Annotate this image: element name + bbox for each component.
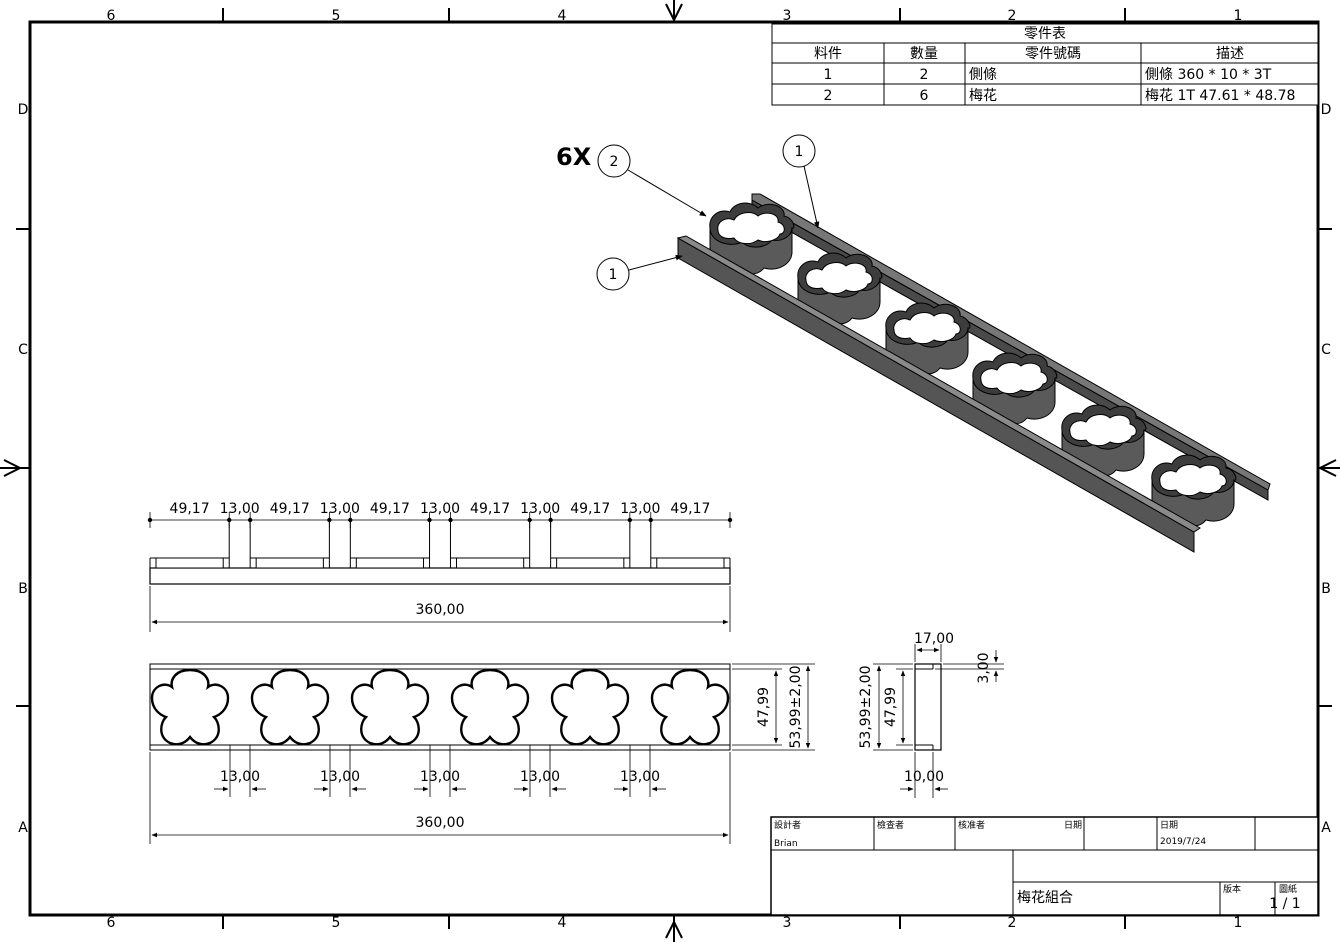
balloon — [597, 144, 631, 178]
zone-col-label: 2 — [1008, 915, 1017, 931]
dimension-segment: 13,00 — [420, 501, 460, 517]
flower-plate — [656, 557, 725, 569]
dimension-segment: 49,17 — [570, 501, 610, 517]
bom-header: 零件號碼 — [1025, 46, 1081, 62]
balloon-number: 1 — [795, 144, 804, 160]
zone-col-label: 5 — [332, 915, 341, 931]
flower-plate — [455, 557, 525, 569]
bom-table: 零件表 料件 數量 零件號碼 描述 1 2 側條 側條 360 * 10 * 3… — [771, 23, 1319, 106]
zone-row-label: C — [1321, 342, 1331, 358]
date-value: 2019/7/24 — [1160, 837, 1206, 847]
dimension-segment: 49,17 — [370, 501, 410, 517]
bom-cell: 2 — [824, 88, 833, 104]
dimension-segment: 49,17 — [670, 501, 710, 517]
dimension-height-inner: 47,99 — [756, 687, 772, 727]
zone-col-label: 2 — [1008, 8, 1017, 24]
zone-ticks — [16, 8, 1332, 929]
dimension-overall: 360,00 — [416, 815, 465, 831]
zone-row-label: A — [1321, 820, 1331, 836]
dimension-overall: 360,00 — [416, 602, 465, 618]
checker-label: 檢查者 — [877, 819, 904, 831]
bom-header: 料件 — [814, 46, 842, 62]
zone-col-label: 3 — [783, 915, 792, 931]
zone-row-label: A — [18, 820, 28, 836]
dimension-segment: 13,00 — [520, 501, 560, 517]
zone-col-label: 3 — [783, 8, 792, 24]
zone-col-label: 4 — [558, 8, 567, 24]
qty-note: 6X — [556, 143, 592, 171]
balloon-number: 1 — [609, 267, 618, 283]
balloon-number: 2 — [610, 154, 619, 170]
approver-label: 核准者 — [958, 819, 985, 831]
zone-row-label: B — [18, 581, 28, 597]
dimension-height-inner: 47,99 — [883, 687, 899, 727]
flower-plate — [155, 557, 224, 569]
isometric-view: 6X 2 1 1 — [556, 134, 1271, 553]
top-view: 13,00 13,00 13,00 13,00 13,00 360,00 47,99 5… — [149, 663, 815, 844]
flower-outline — [350, 668, 430, 746]
dimension-segment: 49,17 — [470, 501, 510, 517]
flower-outline — [150, 668, 230, 746]
zone-col-label: 1 — [1234, 8, 1243, 24]
designer-name: Brian — [774, 839, 798, 849]
bom-header: 描述 — [1216, 46, 1244, 62]
designer-label: 設計者 — [774, 819, 801, 831]
balloon — [596, 257, 630, 291]
dimension-gap: 13,00 — [620, 769, 660, 785]
flower-outline — [450, 668, 530, 746]
dimension-gap: 13,00 — [220, 769, 260, 785]
dimension-width-top: 17,00 — [914, 631, 954, 647]
zone-col-label: 1 — [1234, 915, 1243, 931]
zone-col-label: 4 — [558, 915, 567, 931]
flower-plate — [355, 557, 425, 569]
bom-cell: 側條 — [969, 67, 997, 83]
bom-cell: 側條 360 * 10 * 3T — [1145, 67, 1272, 83]
zone-labels: 6 5 4 3 2 1 6 5 4 3 2 1 D C B A D C B A — [18, 8, 1332, 931]
dimension-height-outer: 53,99±2,00 — [858, 666, 874, 749]
front-view: 49,17 13,00 49,17 13,00 49,17 13,00 49,17 13,00… — [147, 501, 733, 632]
dimension-segment: 13,00 — [220, 501, 260, 517]
bom-cell: 1 — [824, 67, 833, 83]
zone-col-label: 6 — [107, 915, 116, 931]
dimension-segment: 13,00 — [620, 501, 660, 517]
title-block: 設計者 Brian 檢查者 核准者 日期 日期 2019/7/24 梅花組合 版… — [770, 816, 1319, 916]
sheet-label: 圖紙 — [1279, 883, 1297, 895]
bom-cell: 梅花 — [969, 88, 997, 104]
bom-cell: 2 — [920, 67, 929, 83]
balloon — [782, 134, 816, 168]
dimension-gap: 13,00 — [320, 769, 360, 785]
flower-outline — [550, 668, 630, 746]
zone-col-label: 6 — [107, 8, 116, 24]
bom-title: 零件表 — [1024, 26, 1066, 42]
dimension-segment: 49,17 — [270, 501, 310, 517]
drawing-title: 梅花組合 — [1017, 890, 1073, 906]
dimension-width-bottom: 10,00 — [904, 769, 944, 785]
sheet-number: 1 / 1 — [1269, 896, 1300, 912]
bom-header: 數量 — [910, 46, 938, 62]
date-label: 日期 — [1160, 820, 1178, 831]
flower-outline — [650, 668, 730, 746]
dimension-segment: 49,17 — [170, 501, 210, 517]
zone-row-label: D — [1321, 102, 1332, 118]
flower-plate — [255, 557, 324, 569]
dimension-thickness: 3,00 — [976, 652, 992, 683]
dimension-height-outer: 53,99±2,00 — [788, 666, 804, 749]
zone-row-label: C — [18, 342, 28, 358]
side-view: 17,00 3,00 53,99±2,00 47,99 10,00 — [858, 631, 1004, 798]
dimension-segment: 13,00 — [320, 501, 360, 517]
zone-col-label: 5 — [332, 8, 341, 24]
flower-outline — [250, 668, 330, 746]
rail-front — [677, 237, 1195, 553]
zone-row-label: B — [1321, 581, 1331, 597]
dimension-gap: 13,00 — [420, 769, 460, 785]
flower-plate — [556, 557, 625, 569]
zone-row-label: D — [18, 102, 29, 118]
dimension-gap: 13,00 — [520, 769, 560, 785]
bom-cell: 梅花 1T 47.61 * 48.78 — [1145, 88, 1295, 104]
bom-cell: 6 — [920, 88, 929, 104]
revision-label: 版本 — [1223, 883, 1241, 895]
date-label: 日期 — [1064, 820, 1082, 831]
